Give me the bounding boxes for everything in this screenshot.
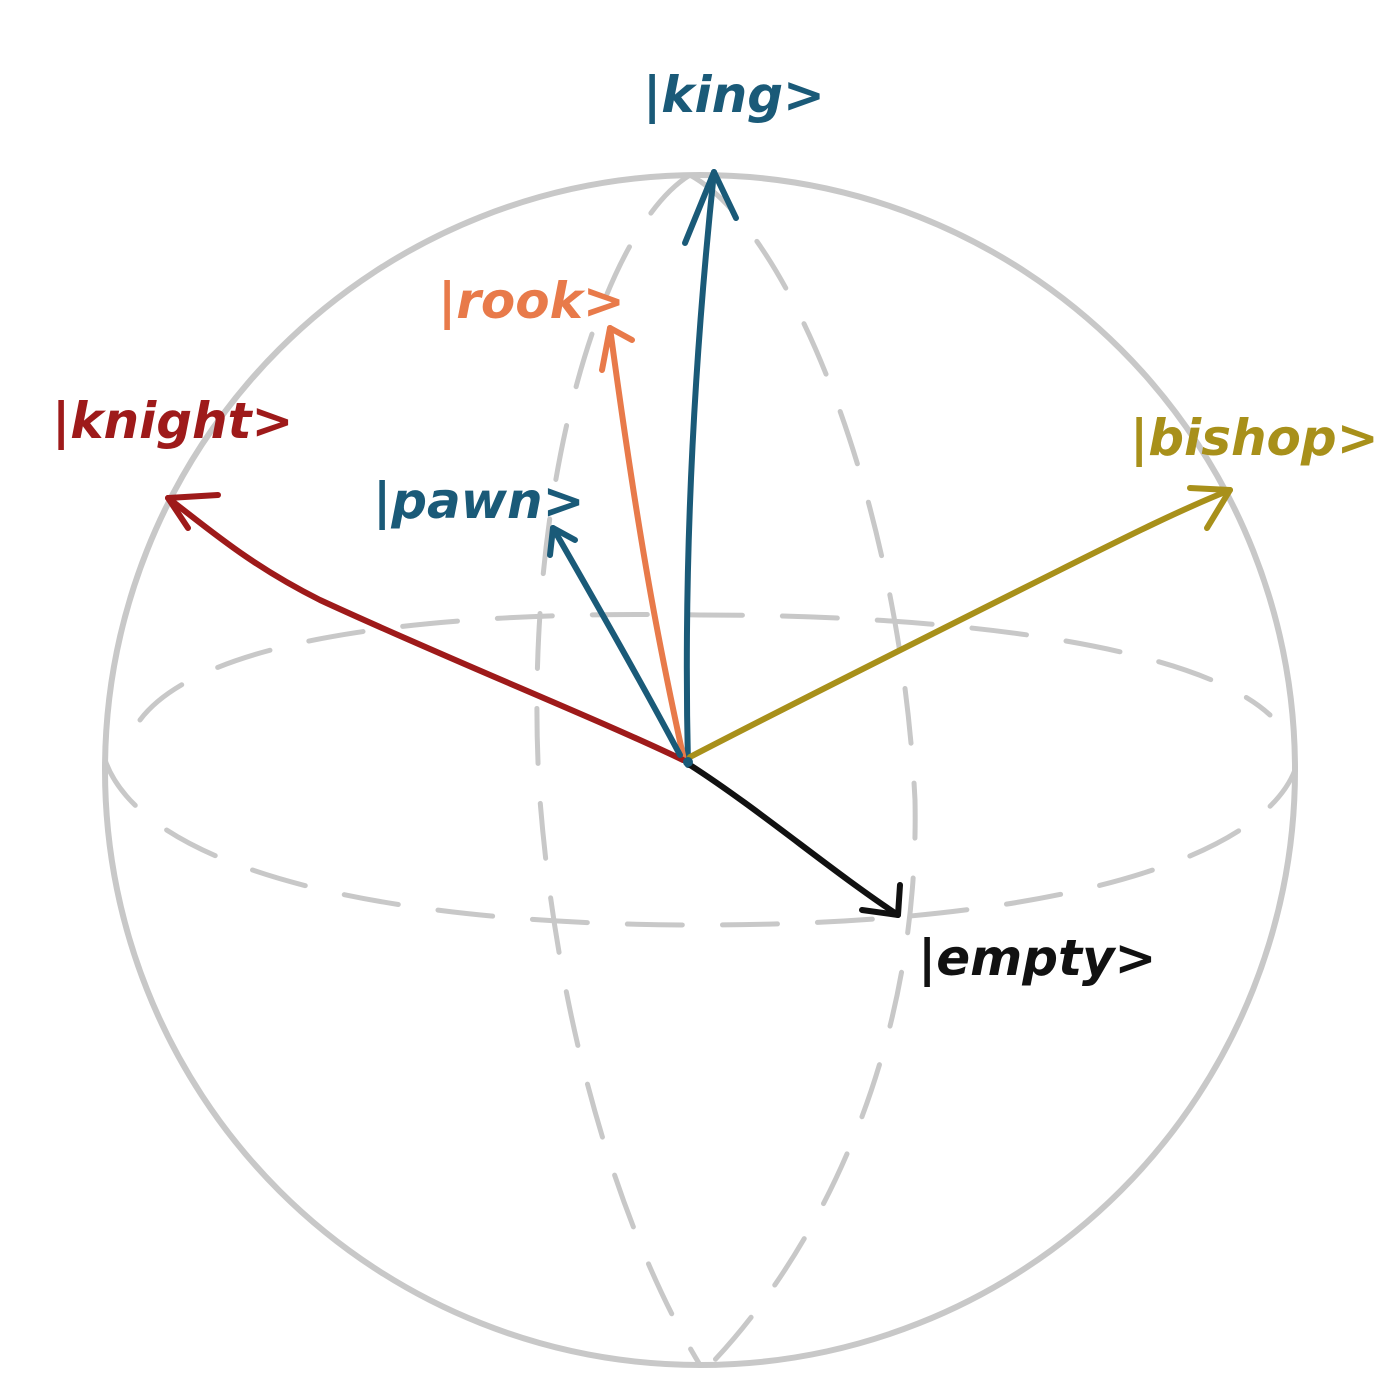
vector-pawn-shaft [550, 525, 683, 758]
vector-bishop-shaft [687, 487, 1233, 760]
meridian-left [534, 172, 703, 1368]
equator-front [102, 757, 1298, 928]
state-vectors [165, 169, 1233, 918]
vector-empty-shaft [687, 762, 901, 918]
vector-king-arrowhead [682, 169, 739, 246]
vector-knight-arrowhead [165, 492, 221, 531]
label-king: |king> [643, 66, 825, 124]
vector-pawn [547, 525, 683, 758]
vector-rook [599, 325, 687, 763]
vector-pawn-arrowhead [547, 525, 578, 558]
meridian-right [687, 172, 918, 1368]
label-pawn: |pawn> [373, 472, 584, 530]
vector-knight [165, 492, 686, 763]
vector-rook-shaft [607, 325, 687, 763]
vector-king-shaft [683, 169, 717, 768]
label-empty: |empty> [918, 929, 1156, 987]
equator-back [137, 611, 1273, 723]
label-knight: |knight> [52, 392, 293, 450]
vector-king [682, 169, 739, 768]
vector-bishop-arrowhead [1187, 485, 1233, 531]
origin-point [683, 757, 693, 767]
vector-empty-arrowhead [859, 882, 903, 918]
vector-knight-shaft [165, 495, 686, 763]
sphere-guides [102, 172, 1298, 1368]
vector-rook-arrowhead [599, 325, 635, 373]
state-labels: |king> |rook> |knight> |pawn> |bishop> |… [52, 66, 1379, 987]
vector-empty [687, 762, 903, 918]
label-rook: |rook> [438, 272, 625, 330]
vector-bishop [687, 485, 1233, 760]
label-bishop: |bishop> [1130, 409, 1379, 467]
